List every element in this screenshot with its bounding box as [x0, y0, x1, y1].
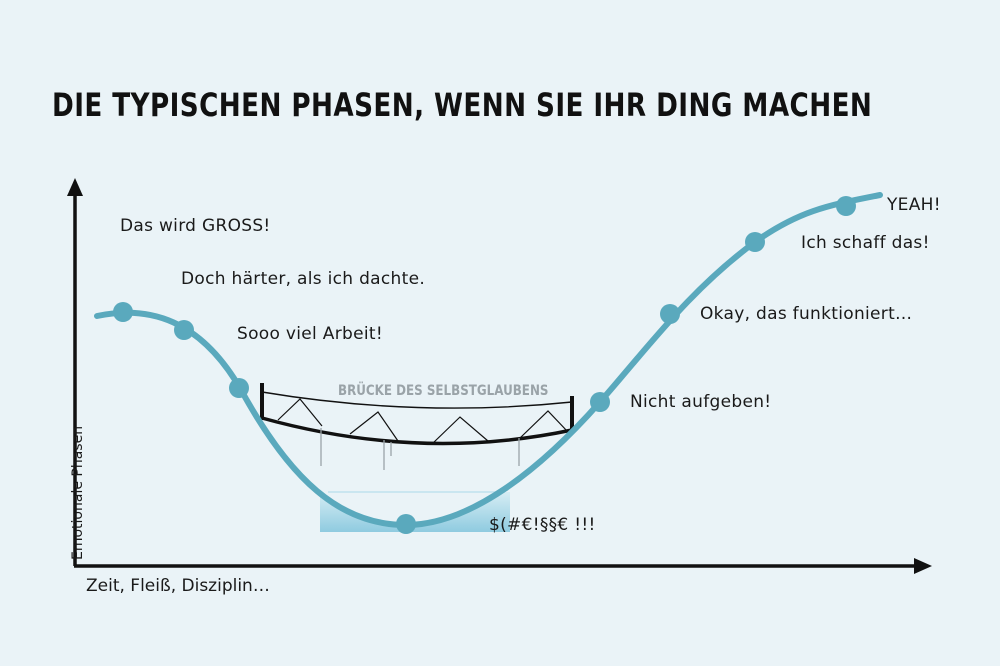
bridge-top-cable — [261, 391, 573, 409]
phase-point — [836, 196, 856, 216]
phase-point — [660, 304, 680, 324]
page-title: Die typischen Phasen, wenn Sie Ihr Ding … — [52, 86, 873, 124]
x-axis-label: Zeit, Fleiß, Disziplin… — [86, 576, 270, 596]
phase-label-yeah: YEAH! — [887, 195, 941, 215]
phase-label-doch-haerter: Doch härter, als ich dachte. — [181, 269, 426, 289]
x-axis-arrowhead — [914, 558, 932, 574]
bridge-label: BRÜCKE DES SELBSTGLAUBENS — [338, 383, 549, 399]
phase-point — [174, 320, 194, 340]
phase-points — [113, 196, 856, 534]
bridge-truss — [277, 398, 569, 445]
phase-label-tiefpunkt: $(#€!§§€ !!! — [489, 515, 596, 535]
phase-point — [590, 392, 610, 412]
bridge-supports — [320, 428, 520, 470]
bridge — [260, 383, 574, 470]
phase-label-okay-funktioniert: Okay, das funktioniert… — [700, 304, 913, 324]
phase-label-nicht-aufgeben: Nicht aufgeben! — [630, 392, 772, 412]
bridge-deck — [261, 416, 573, 446]
phase-label-das-wird-gross: Das wird GROSS! — [120, 216, 271, 236]
phase-point — [113, 302, 133, 322]
phase-label-ich-schaff-das: Ich schaff das! — [801, 233, 930, 253]
phase-label-sooo-viel-arbeit: Sooo viel Arbeit! — [237, 324, 383, 344]
y-axis-label: Emotionale Phasen — [70, 425, 86, 560]
phase-point — [396, 514, 416, 534]
y-axis-arrowhead — [67, 178, 83, 196]
phase-point — [745, 232, 765, 252]
phase-point — [229, 378, 249, 398]
